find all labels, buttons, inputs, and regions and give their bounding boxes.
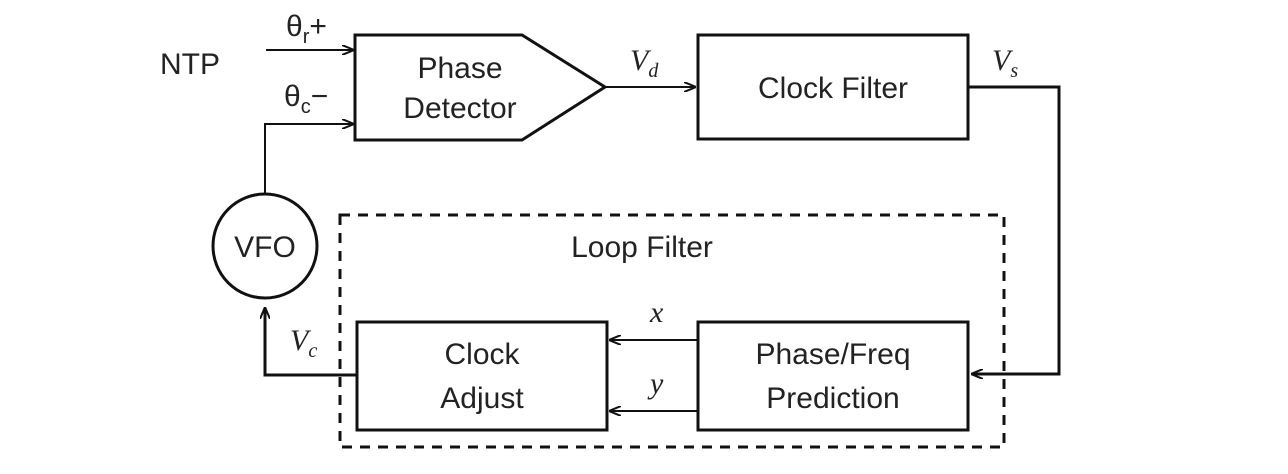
prediction-label-line1: Phase/Freq	[755, 338, 910, 371]
prediction-label-line2: Prediction	[766, 382, 899, 415]
vd-label: Vd	[630, 44, 659, 82]
ntp-label: NTP	[160, 48, 220, 81]
clock-adjust-label-line1: Clock	[444, 338, 520, 371]
vfo-label: VFO	[234, 231, 296, 264]
vc-wire	[265, 308, 356, 377]
vs-wire	[969, 85, 1061, 374]
phase-detector-block	[353, 33, 608, 142]
clock-adjust-label-line2: Adjust	[440, 382, 524, 415]
prediction-block	[696, 320, 970, 432]
phase-detector-label-line1: Phase	[417, 52, 502, 85]
clock-filter-block	[696, 33, 970, 141]
vs-label: Vs	[992, 44, 1018, 82]
feedback-wire	[264, 124, 353, 194]
clock-filter-label: Clock Filter	[758, 72, 908, 105]
vc-label: Vc	[290, 324, 317, 362]
theta-c-label: θc−	[284, 80, 328, 118]
phase-detector-label-line2: Detector	[403, 92, 516, 125]
theta-r-label: θr+	[286, 10, 327, 48]
loop-filter-label: Loop Filter	[571, 231, 713, 264]
loop-filter-region	[338, 213, 1006, 449]
vfo-circle	[211, 192, 319, 300]
clock-adjust-block	[355, 320, 609, 432]
y-label: y	[647, 367, 664, 400]
x-label: x	[649, 296, 664, 329]
